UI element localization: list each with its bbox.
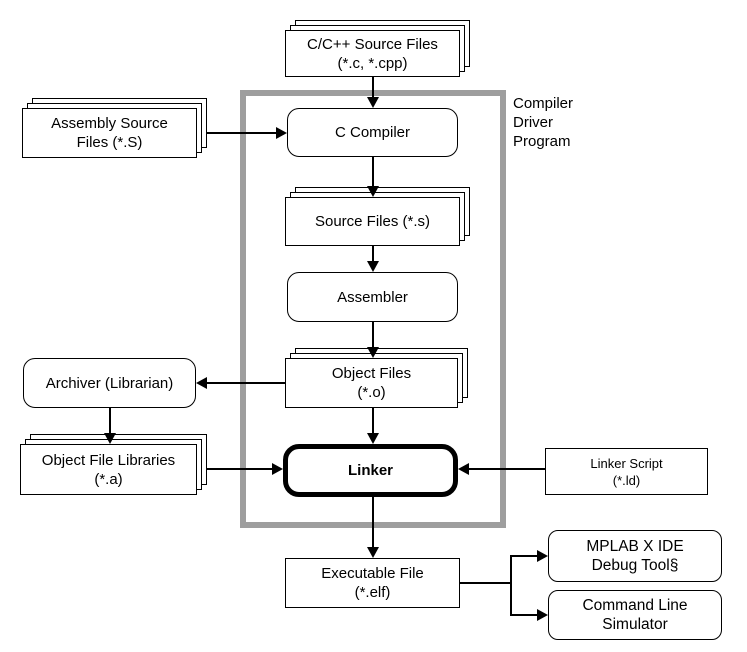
node-label-line: Debug Tool§ xyxy=(591,557,679,574)
node-label-line: Linker xyxy=(347,462,393,479)
node-label-line: C Compiler xyxy=(334,124,410,141)
node-label: Linker Script (*.ld) xyxy=(545,448,708,495)
connector-branch-to-mplab xyxy=(510,555,537,557)
node-label-line: (*.c, *.cpp) xyxy=(337,54,408,72)
node-label: Archiver (Librarian) xyxy=(23,358,196,408)
node-label: Assembler xyxy=(287,272,458,322)
connector-linker-to-executable xyxy=(372,497,374,547)
connector-assembler-to-objectfiles xyxy=(372,322,374,347)
connector-ccpp-to-compiler xyxy=(372,77,374,97)
arrowhead-compiler-to-sourcefiles xyxy=(367,186,379,197)
node-label-line: (*.ld) xyxy=(612,472,641,488)
node-archiver: Archiver (Librarian) xyxy=(23,358,196,408)
arrowhead-branch-to-simulator xyxy=(537,609,548,621)
node-label-line: Assembler xyxy=(337,288,408,306)
arrowhead-objectfiles-to-linker xyxy=(367,433,379,444)
node-label-line: Linker Script xyxy=(590,455,663,471)
node-ccpp-source-files: C/C++ Source Files (*.c, *.cpp) xyxy=(285,20,470,77)
node-label: MPLAB X IDE Debug Tool§ xyxy=(548,530,722,582)
arrowhead-linkerscript-to-linker xyxy=(458,463,469,475)
arrowhead-assembly-to-compiler xyxy=(276,127,287,139)
node-mplab-debug-tool: MPLAB X IDE Debug Tool§ xyxy=(548,530,722,582)
node-label-line: (*.o) xyxy=(357,384,386,401)
arrowhead-libraries-to-linker xyxy=(272,463,283,475)
connector-archiver-to-libraries xyxy=(109,408,111,433)
node-assembler: Assembler xyxy=(287,272,458,322)
connector-objectfiles-to-linker xyxy=(372,408,374,433)
node-label: Object File Libraries (*.a) xyxy=(20,444,197,495)
arrowhead-objectfiles-to-archiver xyxy=(196,377,207,389)
node-label: Command Line Simulator xyxy=(548,590,722,640)
node-executable-file: Executable File (*.elf) xyxy=(285,558,460,608)
node-label: C Compiler xyxy=(287,108,458,157)
compiler-driver-label-line: Compiler xyxy=(513,95,574,112)
node-label-line: Object File Libraries xyxy=(41,451,176,469)
arrowhead-assembler-to-objectfiles xyxy=(367,347,379,358)
compiler-driver-label: Compiler Driver Program xyxy=(513,94,573,151)
node-label-line: (*.elf) xyxy=(354,584,391,601)
connector-libraries-to-linker xyxy=(207,468,272,470)
node-c-compiler: C Compiler xyxy=(287,108,458,157)
connector-assembly-to-compiler xyxy=(207,132,276,134)
node-label-line: Archiver (Librarian) xyxy=(45,374,174,392)
node-object-file-libraries: Object File Libraries (*.a) xyxy=(20,434,207,495)
node-linker: Linker xyxy=(283,444,458,497)
arrowhead-ccpp-to-compiler xyxy=(367,97,379,108)
connector-linkerscript-to-linker xyxy=(469,468,545,470)
node-assembly-source-files: Assembly Source Files (*.S) xyxy=(22,98,207,158)
node-label-line: Assembly Source xyxy=(51,115,168,132)
node-label-line: Command Line xyxy=(582,597,688,614)
connector-sourcefiles-to-assembler xyxy=(372,246,374,261)
connector-executable-to-branch xyxy=(460,582,512,584)
node-linker-script: Linker Script (*.ld) xyxy=(545,448,708,495)
node-object-files: Object Files (*.o) xyxy=(285,348,468,408)
node-label-line: Simulator xyxy=(602,616,668,633)
compiler-driver-label-line: Program xyxy=(513,133,571,150)
node-label-line: Executable File xyxy=(321,565,424,582)
connector-compiler-to-sourcefiles xyxy=(372,157,374,186)
node-label: Linker xyxy=(283,444,458,497)
node-label-line: Object Files xyxy=(331,365,412,382)
node-command-line-simulator: Command Line Simulator xyxy=(548,590,722,640)
arrowhead-sourcefiles-to-assembler xyxy=(367,261,379,272)
compiler-driver-label-line: Driver xyxy=(513,114,553,131)
connector-branch-to-simulator xyxy=(510,614,537,616)
node-label-line: (*.a) xyxy=(94,470,123,488)
node-label: Object Files (*.o) xyxy=(285,358,458,408)
node-label: C/C++ Source Files (*.c, *.cpp) xyxy=(285,30,460,77)
arrowhead-branch-to-mplab xyxy=(537,550,548,562)
node-source-files: Source Files (*.s) xyxy=(285,187,470,246)
connector-objectfiles-to-archiver xyxy=(207,382,285,384)
node-label-line: MPLAB X IDE xyxy=(586,538,684,555)
connector-branch-vertical xyxy=(510,555,512,616)
node-label: Assembly Source Files (*.S) xyxy=(22,108,197,158)
node-label-line: Source Files (*.s) xyxy=(314,213,431,230)
node-label: Source Files (*.s) xyxy=(285,197,460,246)
arrowhead-archiver-to-libraries xyxy=(104,433,116,444)
node-label: Executable File (*.elf) xyxy=(285,558,460,608)
node-label-line: C/C++ Source Files xyxy=(307,35,438,53)
arrowhead-linker-to-executable xyxy=(367,547,379,558)
node-label-line: Files (*.S) xyxy=(76,134,143,151)
